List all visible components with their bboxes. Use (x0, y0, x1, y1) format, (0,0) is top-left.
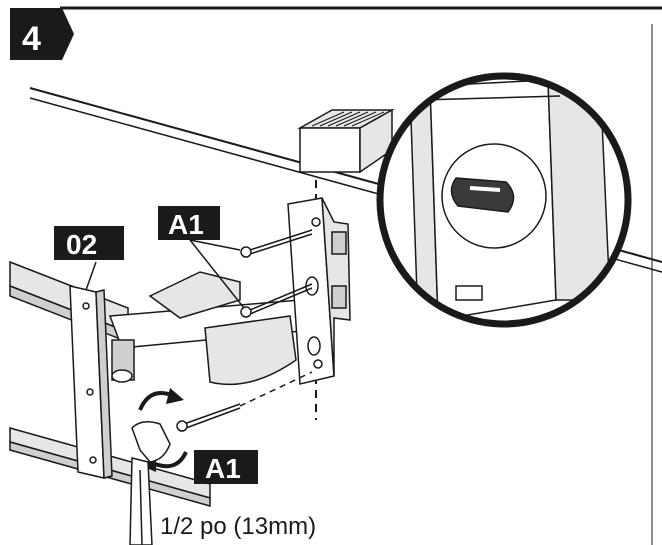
bracket-02 (69, 285, 113, 479)
bolt-lower (176, 371, 313, 432)
label-a1-bottom: A1 (194, 450, 258, 484)
step-badge: 4 (10, 8, 74, 60)
socket-wrench-icon (129, 421, 171, 545)
bolt-upper (240, 229, 313, 258)
step-number: 4 (22, 20, 41, 58)
label-pointer-lines (85, 239, 245, 309)
bolt-middle (240, 283, 313, 318)
label-a1-bottom-text: A1 (205, 453, 241, 484)
wall-plate (287, 197, 351, 385)
label-a1-top-text: A1 (168, 209, 204, 240)
label-a1-top: A1 (158, 206, 220, 240)
label-02: 02 (54, 226, 124, 260)
wall-stud (297, 108, 395, 174)
rotation-arrow-icon (138, 388, 188, 472)
articulating-arm (108, 271, 314, 386)
magnifier-callout-icon (376, 72, 632, 328)
wrench-size-label: 1/2 po (13mm) (160, 513, 316, 540)
label-02-text: 02 (66, 229, 97, 260)
